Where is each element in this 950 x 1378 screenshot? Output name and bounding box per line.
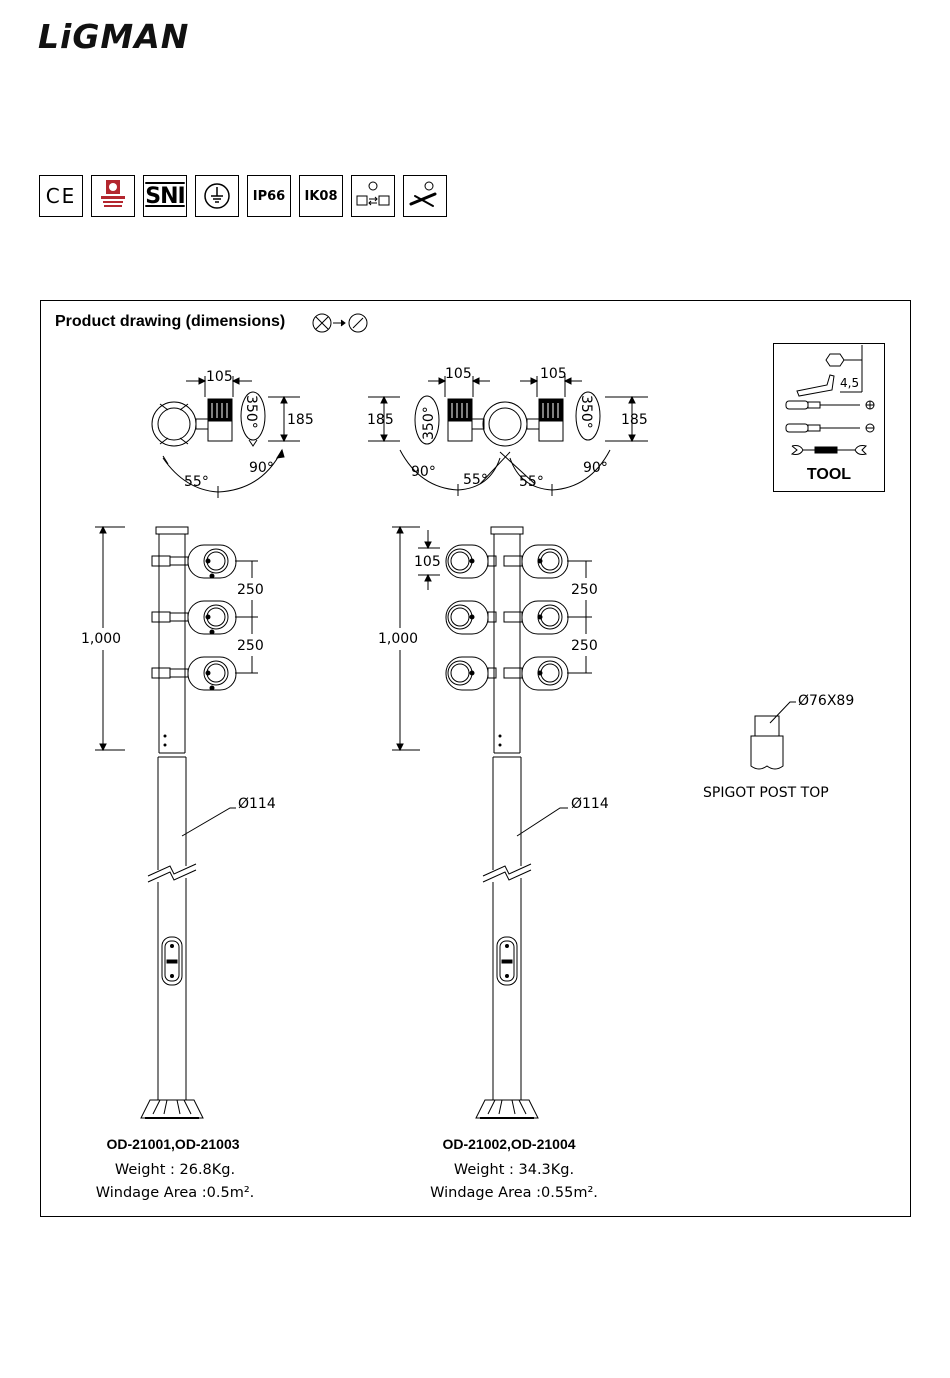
weight-right: Weight : 34.3Kg.: [453, 1162, 575, 1178]
luminaire-right-1: [503, 544, 569, 579]
angle-90-right-b: 90°: [583, 460, 608, 476]
luminaire-side-3: [151, 656, 237, 691]
hex-key-icon: [796, 345, 863, 397]
dim-width-left: 105: [206, 369, 233, 385]
dim-width-right-a: 105: [445, 366, 472, 382]
sni-mark-label: SNI: [145, 183, 185, 209]
spigot-dimension: Ø76X89: [798, 693, 854, 709]
model-code-left: OD-21001,OD-21003: [106, 1136, 240, 1152]
dim-width-right-b: 105: [540, 366, 567, 382]
sni-mark: SNI: [143, 175, 187, 217]
dim-spacing-left-1: 250: [237, 582, 264, 598]
dim-offset-right: 105: [414, 554, 441, 570]
screwdriver-plus-icon: [785, 400, 875, 410]
dim-diameter-left: Ø114: [238, 796, 276, 812]
ce-mark: CE: [39, 175, 83, 217]
tisi-mark-icon: [91, 175, 135, 217]
luminaire-right-2: [503, 600, 569, 635]
dim-height-left: 1,000: [81, 631, 121, 647]
angle-90-left: 90°: [249, 460, 274, 476]
angle-55-left: 55°: [184, 474, 209, 490]
ip66-mark: IP66: [247, 175, 291, 217]
tool-box: [773, 343, 885, 492]
pole-single-side: [95, 525, 258, 1119]
windage-right: Windage Area :0.55m².: [430, 1185, 598, 1201]
weight-left: Weight : 26.8Kg.: [114, 1162, 236, 1178]
ligman-logo: LiGMAN: [38, 18, 189, 54]
drawing-title: Product drawing (dimensions): [55, 313, 286, 330]
luminaire-left-1: [445, 544, 497, 579]
ce-mark-label: CE: [45, 184, 77, 208]
spigot-post-top: [750, 701, 796, 770]
ip66-label: IP66: [252, 188, 286, 204]
luminaire-side-2: [151, 600, 237, 635]
tilt-left: 350°: [243, 395, 259, 429]
wrench-icon: [790, 445, 867, 455]
dim-spacing-left-2: 250: [237, 638, 264, 654]
dim-spacing-right-2: 250: [571, 638, 598, 654]
screwdriver-minus-icon: [785, 423, 875, 433]
ik08-mark: IK08: [299, 175, 343, 217]
top-view-single: [151, 376, 300, 498]
luminaire-right-3: [503, 656, 569, 691]
spigot-label: SPIGOT POST TOP: [703, 785, 829, 801]
luminaire-left-2: [445, 600, 497, 635]
tool-free-icon: [403, 175, 447, 217]
dim-spacing-right-1: 250: [571, 582, 598, 598]
product-drawing-frame: [40, 300, 911, 1217]
earth-ground-icon: [195, 175, 239, 217]
angle-55-right-b: 55°: [519, 474, 544, 490]
top-view-double: [368, 376, 648, 496]
model-code-right: OD-21002,OD-21004: [442, 1136, 576, 1152]
angle-55-right-a: 55°: [463, 472, 488, 488]
windage-left: Windage Area :0.5m².: [95, 1185, 255, 1201]
dim-diameter-right: Ø114: [571, 796, 609, 812]
dim-depth-left: 185: [287, 412, 314, 428]
ik08-label: IK08: [304, 188, 338, 204]
dim-depth-right-b: 185: [621, 412, 648, 428]
dim-depth-right-a: 185: [367, 412, 394, 428]
driver-swap-icon: [351, 175, 395, 217]
title-tool-icon: [312, 313, 368, 333]
hex-size-label: 4,5: [840, 376, 859, 390]
logo-text: LiGMAN: [38, 18, 189, 54]
luminaire-side-1: [151, 544, 237, 579]
tool-label: TOOL: [806, 466, 852, 483]
dim-height-right: 1,000: [378, 631, 418, 647]
luminaire-left-3: [445, 656, 497, 691]
angle-90-right-a: 90°: [411, 464, 436, 480]
pole-double-side: [392, 525, 592, 1119]
tilt-right-b: 350°: [578, 395, 594, 429]
tilt-right-a: 350°: [421, 406, 437, 440]
